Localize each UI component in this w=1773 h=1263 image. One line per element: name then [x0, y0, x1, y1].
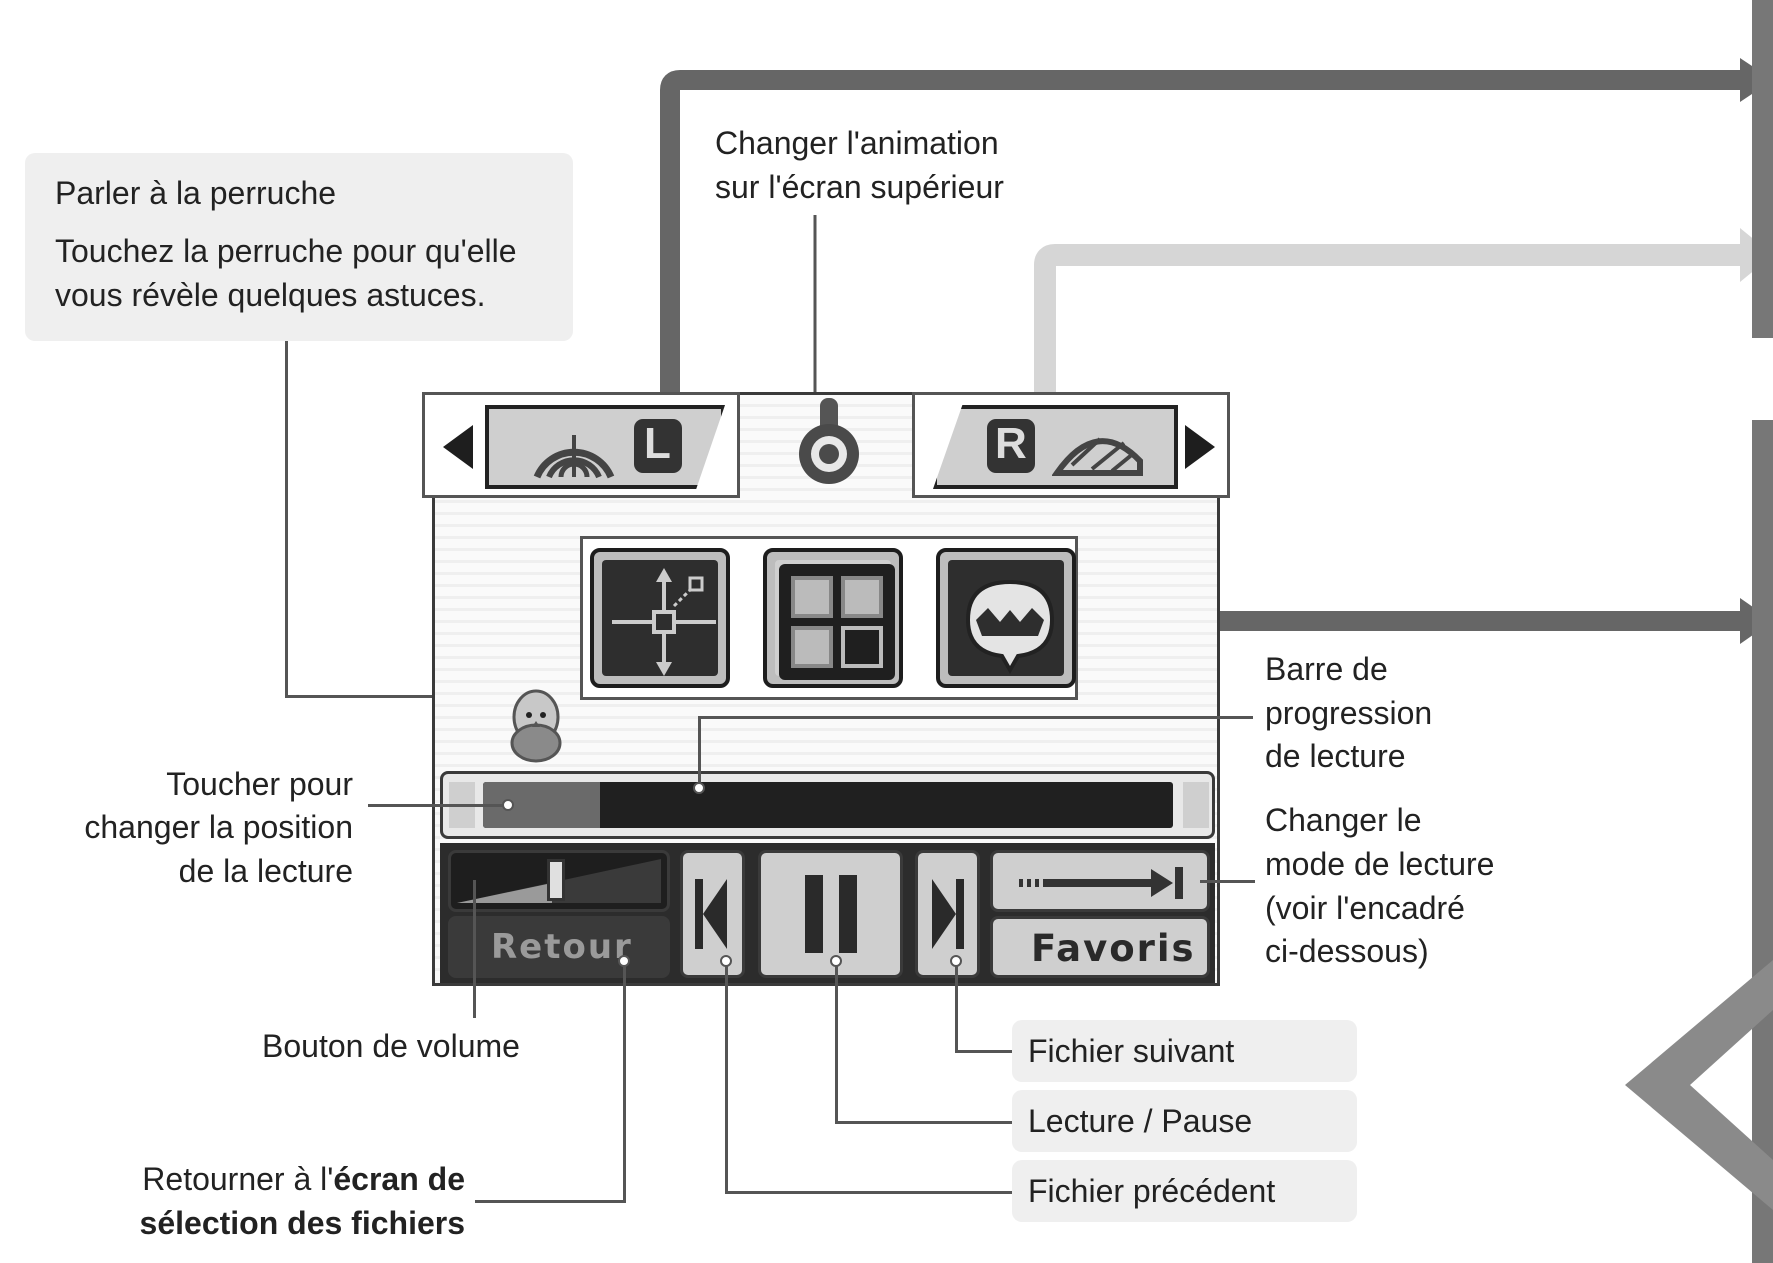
- play-pause-pointer-dot: [830, 955, 842, 967]
- page-chevron-icon: [1625, 960, 1773, 1210]
- volume-slider[interactable]: [448, 850, 670, 912]
- volume-handle[interactable]: [547, 859, 565, 901]
- touch-pointer: [368, 804, 508, 807]
- volume-pointer: [473, 880, 476, 1018]
- return-label-line-2: sélection des fichiers: [140, 1202, 465, 1245]
- progress-bar-frame: [440, 771, 1215, 839]
- left-arrow-icon[interactable]: [443, 425, 473, 469]
- progress-track[interactable]: [483, 782, 1173, 828]
- animation-label-line-2: sur l'écran supérieur: [715, 169, 1004, 205]
- touch-label-line-1: Toucher pour: [166, 766, 353, 802]
- parakeet-title: Parler à la perruche: [55, 175, 337, 211]
- move-arrows-icon: [612, 568, 716, 676]
- shell-animation-icon: [1052, 437, 1143, 476]
- mode-label-line-4: ci-dessous): [1265, 933, 1429, 969]
- right-tab[interactable]: R: [933, 405, 1178, 489]
- play-pause-pointer-horizontal: [835, 1121, 1012, 1124]
- play-pause-label: Lecture / Pause: [1028, 1103, 1253, 1139]
- return-button[interactable]: Retour: [448, 916, 670, 978]
- mode-pointer: [1200, 880, 1255, 883]
- touch-label-line-2: changer la position: [84, 809, 353, 845]
- move-view-button[interactable]: [590, 548, 730, 688]
- touch-label-line-3: de la lecture: [178, 853, 353, 889]
- previous-icon: [695, 879, 727, 949]
- mode-label-line-1: Changer le: [1265, 802, 1422, 838]
- favorites-button[interactable]: Favoris: [990, 916, 1210, 978]
- return-label-bold-2: sélection des fichiers: [139, 1205, 465, 1241]
- progress-pointer-dot: [693, 782, 705, 794]
- return-pointer-dot: [618, 955, 630, 967]
- previous-file-label: Fichier précédent: [1028, 1173, 1276, 1209]
- animation-label-line-1: Changer l'animation: [715, 125, 999, 161]
- next-file-label: Fichier suivant: [1028, 1033, 1235, 1069]
- right-edge-strip-bottom: [1752, 420, 1773, 1263]
- previous-pointer-vertical: [725, 960, 728, 1194]
- parakeet-callout: [25, 153, 573, 341]
- touch-pointer-dot: [502, 799, 514, 811]
- right-arrow-icon[interactable]: [1185, 425, 1215, 469]
- progress-label-line-2: progression: [1265, 695, 1433, 731]
- parakeet-icon[interactable]: [505, 685, 567, 763]
- dome-animation-icon: [533, 435, 615, 479]
- grid-icon: [779, 564, 895, 680]
- next-file-callout: [1012, 1020, 1357, 1082]
- next-pointer-dot: [950, 955, 962, 967]
- return-button-label: Retour: [491, 927, 633, 967]
- previous-pointer-dot: [720, 955, 732, 967]
- left-tab[interactable]: L: [485, 405, 725, 489]
- previous-file-callout: [1012, 1160, 1357, 1222]
- return-pointer-vertical: [623, 960, 626, 1203]
- return-label-line-1: Retourner à l'écran de: [142, 1158, 465, 1201]
- r-button-label: R: [995, 419, 1027, 468]
- next-icon: [932, 879, 964, 949]
- grid-view-button[interactable]: [763, 548, 903, 688]
- play-mode-button[interactable]: [990, 850, 1210, 912]
- progress-label-line-1: Barre de: [1265, 651, 1388, 687]
- animation-knob-icon[interactable]: [790, 396, 870, 492]
- parakeet-pointer-vertical: [285, 341, 288, 697]
- next-file-button[interactable]: [915, 850, 980, 978]
- return-label-text: Retourner à l': [142, 1161, 334, 1197]
- top-dark-arrow-line: [660, 70, 1745, 392]
- next-pointer-horizontal: [955, 1050, 1012, 1053]
- progress-pointer-vertical: [698, 716, 701, 786]
- speech-bubble-icon: [965, 579, 1055, 675]
- progress-pointer-horizontal: [698, 716, 1253, 719]
- parakeet-desc-line-2: vous révèle quelques astuces.: [55, 277, 486, 313]
- right-edge-strip-top: [1752, 0, 1773, 338]
- left-tab-panel: L: [422, 392, 740, 498]
- parakeet-desc-line-1: Touchez la perruche pour qu'elle: [55, 233, 517, 269]
- favorites-button-label: Favoris: [1031, 927, 1196, 970]
- return-label-bold-1: écran de: [333, 1161, 465, 1197]
- progress-cap-right: [1183, 782, 1209, 828]
- previous-pointer-horizontal: [725, 1191, 1012, 1194]
- play-mode-arrow-icon: [1019, 867, 1183, 899]
- progress-label-line-3: de lecture: [1265, 738, 1406, 774]
- r-button-badge: [987, 419, 1035, 473]
- play-pause-pointer-vertical: [835, 960, 838, 1124]
- l-button-label: L: [644, 419, 671, 468]
- next-pointer-vertical: [955, 960, 958, 1053]
- mode-label-line-3: (voir l'encadré: [1265, 890, 1465, 926]
- play-pause-callout: [1012, 1090, 1357, 1152]
- right-tab-panel: R: [912, 392, 1230, 498]
- mode-label-line-2: mode de lecture: [1265, 846, 1495, 882]
- pause-icon: [805, 875, 857, 953]
- l-button-badge: [634, 419, 682, 473]
- parakeet-pointer-horizontal: [285, 695, 505, 698]
- return-pointer-horizontal: [475, 1200, 625, 1203]
- previous-file-button[interactable]: [680, 850, 745, 978]
- speech-bubble-button[interactable]: [936, 548, 1076, 688]
- volume-label: Bouton de volume: [262, 1028, 520, 1064]
- light-arrow-line: [1034, 244, 1745, 392]
